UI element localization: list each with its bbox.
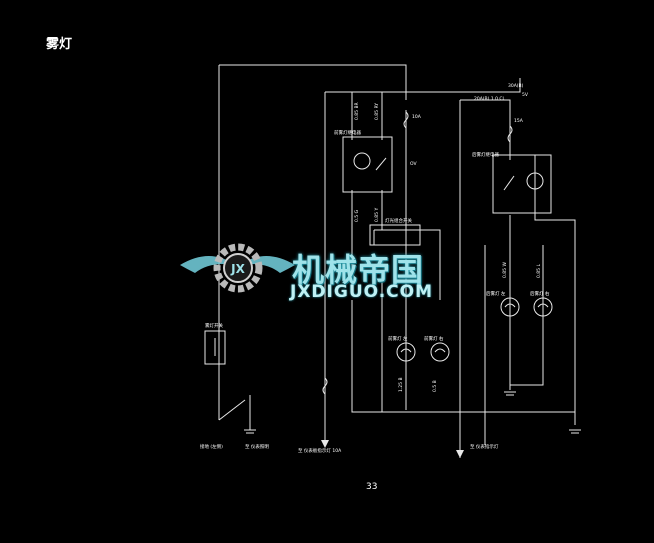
diagram-labels: 30A(B) 5V 20A(B) 1.0 CL 前雾灯继电器 后雾灯继电器 灯光… (200, 83, 550, 454)
label-top-right-1: 30A(B) (508, 83, 524, 89)
ground-symbol-left (244, 429, 256, 434)
wire-code-w1: 0.85 BR (354, 102, 360, 120)
wire-code-w7: 0.85 W (502, 262, 508, 278)
watermark-logo-icon: JX (180, 243, 295, 293)
fuse-top-right (507, 125, 513, 143)
label-front-fog-left: 前雾灯 左 (388, 335, 408, 342)
wire-code-w2: 0.85 RY (374, 103, 380, 120)
watermark-text: 机械帝国 (292, 251, 425, 289)
label-bottom-left-2: 至 仪表照明 (245, 443, 269, 450)
front-fog-lamp-left (396, 342, 416, 362)
label-volt-ov: OV (410, 161, 417, 167)
page-title: 雾灯 (46, 37, 73, 52)
rear-fog-lamp-right (533, 297, 553, 317)
fog-switch-box (204, 330, 226, 365)
wire-code-w8: 0.85 L (536, 264, 542, 278)
front-fog-lamp-right (430, 342, 450, 362)
wire-code-w4: 0.85 Y (374, 208, 380, 222)
watermark-subtext: JXDIGUO.COM (290, 282, 434, 302)
arrow-bottom-left (321, 440, 329, 448)
label-switch-small: 雾灯开关 (205, 322, 223, 329)
wire-code-w5: 1.25 B (398, 377, 404, 392)
wire-code-labels: 0.85 BR 0.85 RY 0.5 G 0.85 Y 1.25 B 0.5 … (354, 102, 542, 392)
label-fuse-15a: 15A (514, 118, 524, 124)
label-fuse-10a: 10A (412, 114, 422, 120)
label-rear-fog-left: 后雾灯 左 (486, 290, 506, 297)
wire-code-w6: 0.5 B (432, 380, 438, 392)
label-top-right-2: 5V (522, 92, 529, 98)
label-rear-fog-right: 后雾灯 右 (530, 290, 550, 297)
label-bottom-left-1: 接地 (左侧) (200, 443, 223, 450)
relay-box-left (342, 136, 393, 193)
arrow-bottom-right (456, 450, 464, 458)
relay-box-right (492, 154, 552, 214)
label-top-mid-a: 20A(B) 1.0 CL (474, 96, 506, 102)
watermark-logo-text: JX (230, 262, 245, 276)
rear-fog-lamp-left (500, 297, 520, 317)
ground-symbol-right (569, 429, 581, 434)
label-relay-left: 前雾灯继电器 (334, 129, 361, 136)
fuse-bottom (322, 377, 328, 395)
combination-switch-box (369, 224, 421, 246)
label-bottom-mid: 至 仪表板指示灯 10A (298, 447, 342, 454)
label-relay-right: 后雾灯继电器 (472, 151, 499, 158)
label-bottom-right: 至 仪表指示灯 (470, 443, 499, 450)
ground-symbol-mid (504, 391, 516, 396)
wires (218, 64, 576, 458)
label-front-fog-right: 前雾灯 右 (424, 335, 444, 342)
label-switch-unit: 灯光组合开关 (385, 217, 412, 224)
wire-code-w3: 0.5 G (354, 209, 360, 222)
page-number: 33 (366, 482, 378, 492)
fuse-top-left (403, 111, 409, 129)
